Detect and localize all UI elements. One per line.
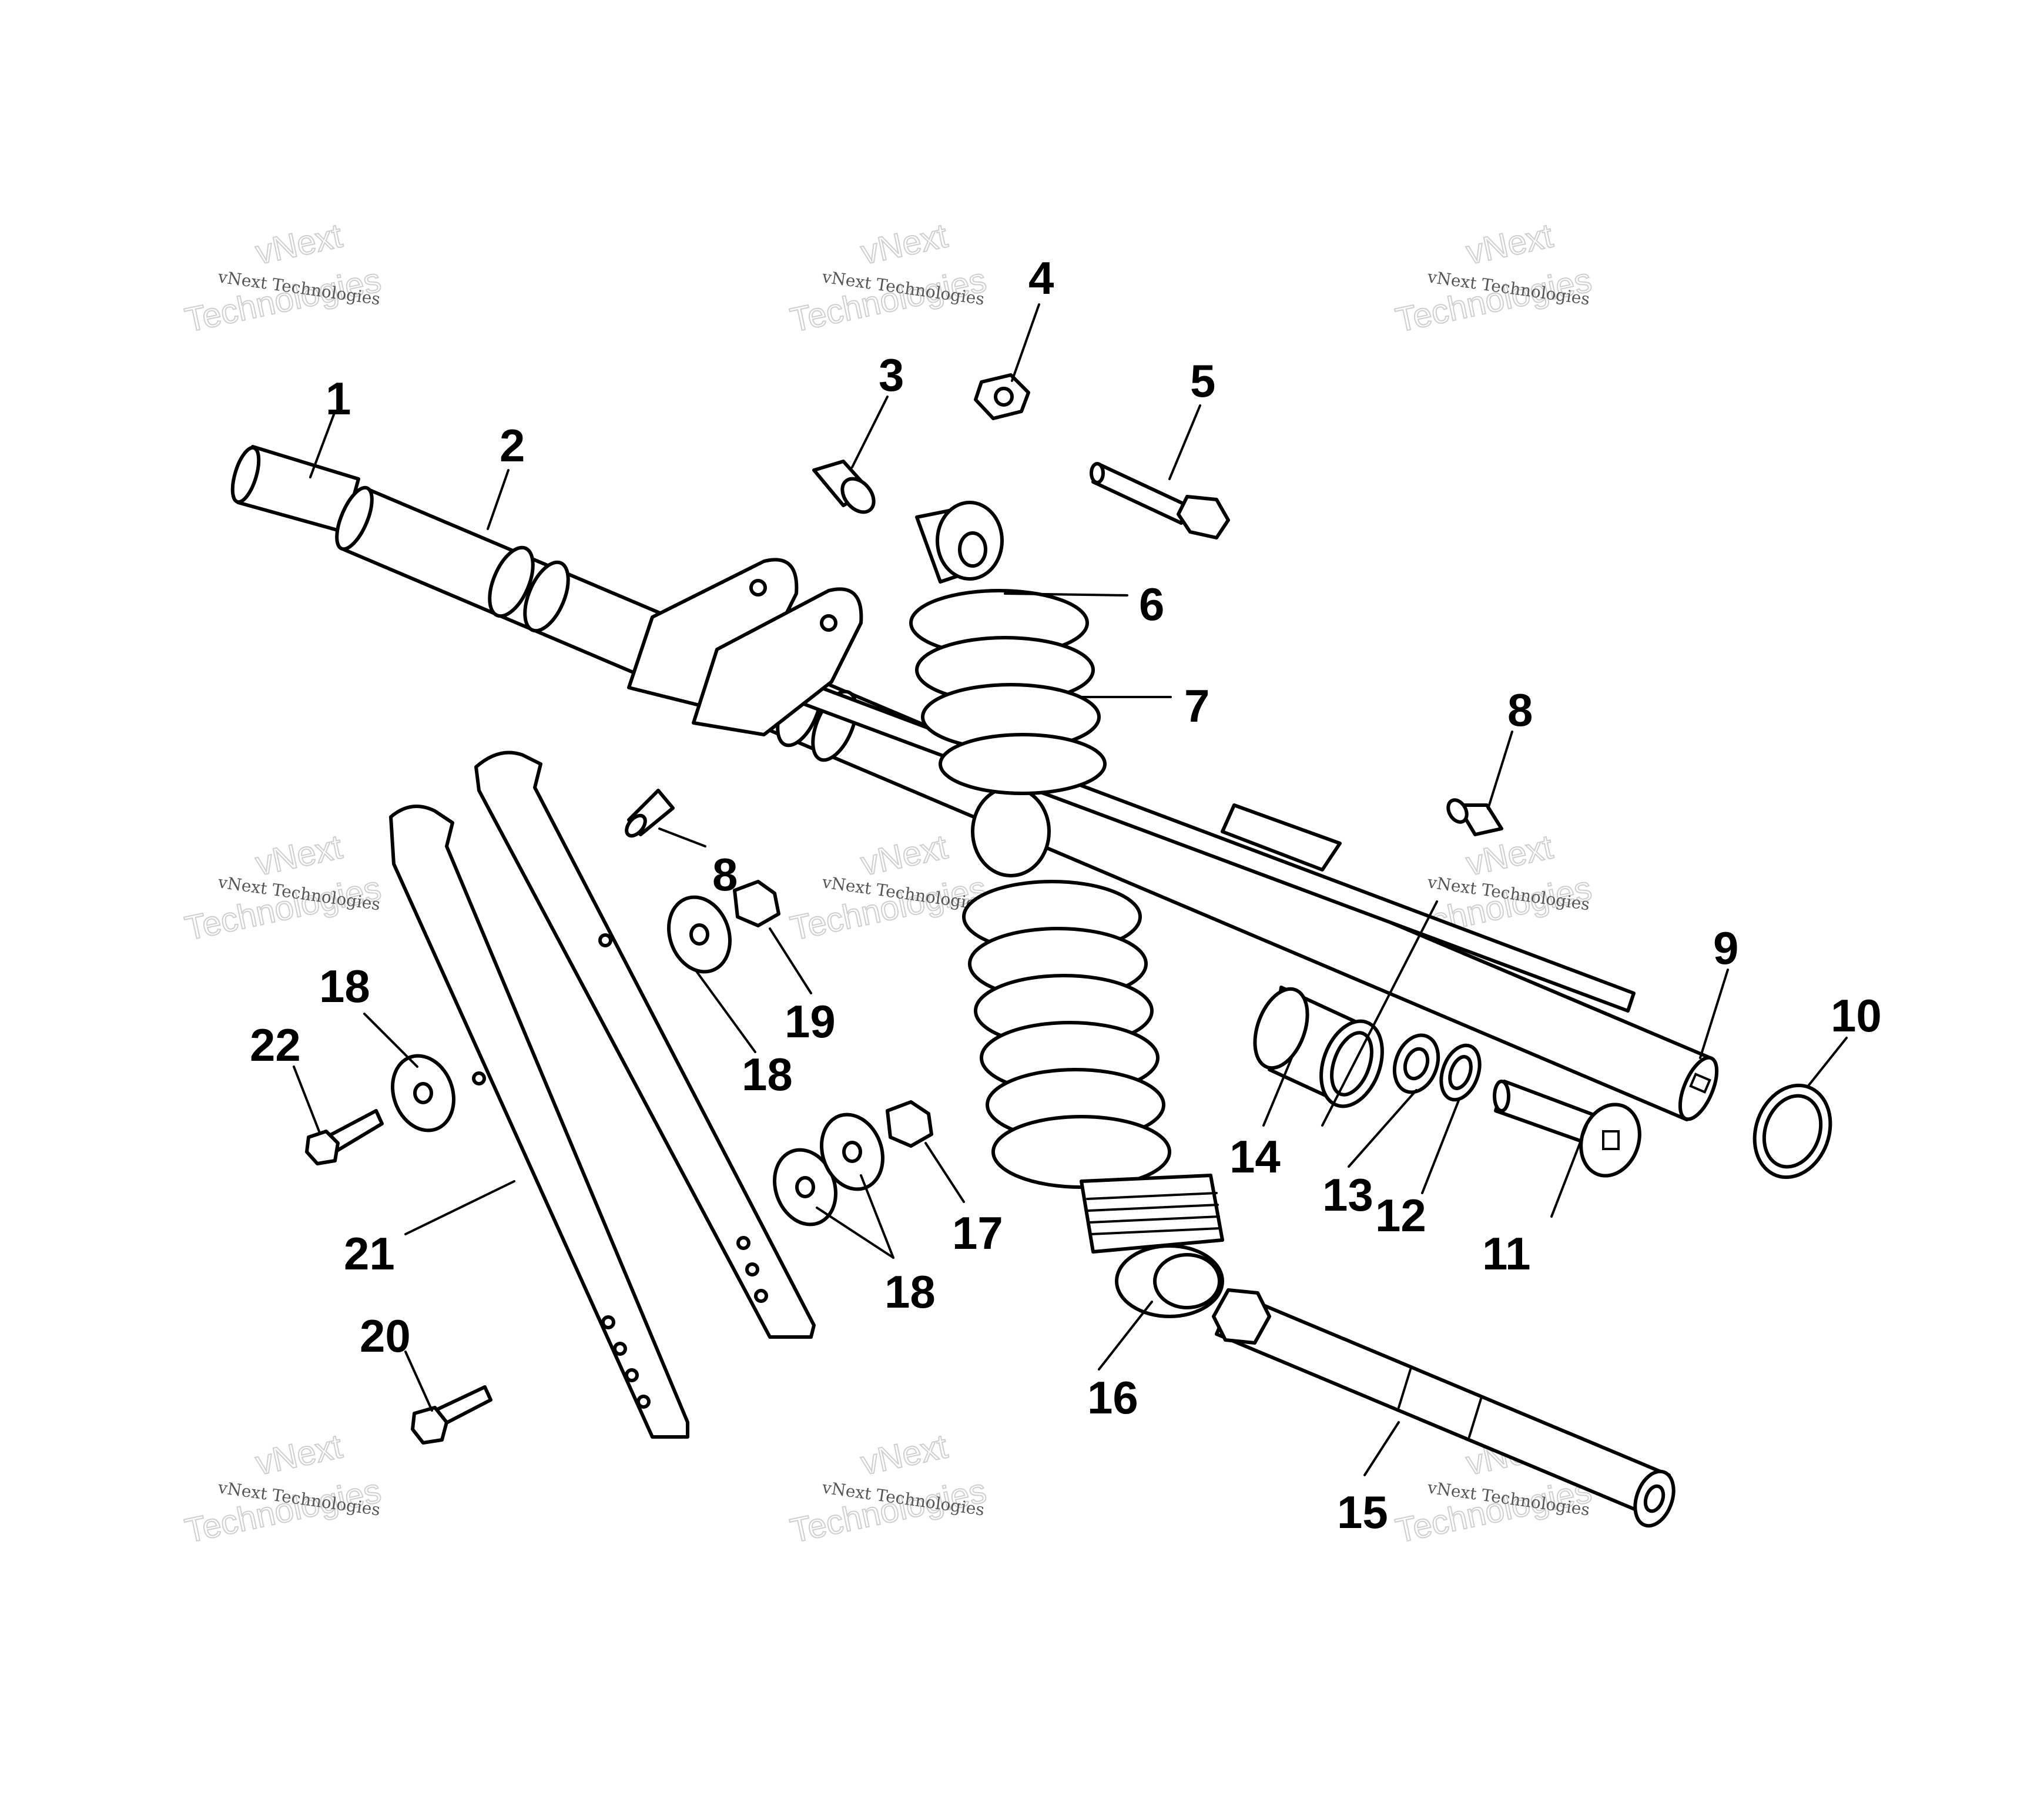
callout-15: 15 [1337,1486,1388,1538]
part-spacer [812,460,876,514]
leader-5 [1168,404,1201,480]
watermark: vNext Technologies vNext Technologies [181,827,385,948]
watermark-text: vNext [252,827,346,883]
callout-21: 21 [344,1228,395,1279]
watermark: vNext Technologies vNext Technologies [786,1426,990,1550]
leader-19 [769,927,812,994]
leader-6 [1004,592,1128,597]
watermark: vNext Technologies vNext Technologies [786,827,990,948]
leader-8a [658,827,706,847]
part-nut-top [974,373,1030,420]
leader-18b [363,1013,418,1068]
part-washer-13 [1392,1033,1440,1094]
leader-3 [851,396,889,468]
leader-13b [1321,900,1438,1127]
callout-11: 11 [1482,1228,1530,1279]
watermark: vNext Technologies vNext Technologies [786,216,990,340]
callout-13: 13 [1322,1169,1373,1221]
callout-19: 19 [785,996,836,1047]
leader-20 [404,1351,433,1412]
part-bolt-top [1090,462,1230,540]
callout-10: 10 [1831,990,1882,1041]
leader-12 [1421,1098,1460,1194]
leader-15 [1363,1421,1400,1476]
callout-17: 17 [952,1207,1003,1259]
leader-13 [1348,1089,1418,1168]
callout-8b: 8 [1507,684,1533,736]
leader-lines [293,303,1848,1476]
leader-16 [1098,1301,1153,1371]
leader-14 [1262,1054,1294,1127]
leader-11 [1550,1124,1588,1218]
part-washer-18a [667,895,732,974]
callout-3: 3 [879,349,904,401]
watermark-text: vNext [857,1427,951,1482]
part-strap-upper [474,750,816,1339]
part-grease-fitting-right [1446,798,1503,836]
part-washer-18b [391,1054,455,1132]
callout-18b: 18 [319,960,370,1012]
callout-7: 7 [1184,680,1209,732]
leader-10 [1806,1037,1848,1088]
watermark-text: vNext [252,1427,346,1482]
leader-21 [404,1180,515,1235]
leader-4 [1011,303,1040,382]
part-seal-ring [1753,1083,1832,1180]
callout-2: 2 [500,420,525,471]
leader-18d [860,1174,894,1259]
callout-9: 9 [1713,922,1738,974]
callout-18a: 18 [742,1048,793,1100]
part-axle [1212,1288,1676,1528]
callout-14: 14 [1229,1131,1281,1182]
watermark-text: vNext [857,216,951,272]
callout-4: 4 [1028,252,1054,304]
part-nut-17 [886,1100,933,1148]
watermark: vNext Technologies vNext Technologies [181,216,385,340]
callout-6: 6 [1139,578,1164,630]
callout-12: 12 [1375,1190,1426,1241]
part-bolt-20 [411,1385,492,1445]
watermark-text: vNext [1463,216,1556,272]
watermark-text: vNext [857,827,951,883]
leader-18c [816,1207,894,1259]
part-nut-19 [733,880,780,927]
callout-16: 16 [1087,1372,1138,1423]
leader-2 [487,469,510,530]
callout-1: 1 [326,373,351,424]
watermark: vNext Technologies vNext Technologies [181,1426,385,1550]
callouts: 1 2 3 4 5 6 7 8 8 9 10 11 12 13 14 15 16… [250,252,1882,1538]
callout-20: 20 [360,1310,411,1362]
part-shock-bracket [627,558,863,736]
leader-17 [924,1142,965,1203]
callout-22: 22 [250,1019,301,1071]
part-shock-absorber [909,501,1224,1318]
callout-18c: 18 [884,1266,936,1318]
watermark: vNext Technologies vNext Technologies [1392,216,1596,340]
part-strap-21 [389,805,689,1439]
callout-5: 5 [1190,355,1215,407]
leader-9 [1699,969,1729,1059]
part-pivot-bolt [1493,1080,1641,1178]
part-bolt-22 [305,1109,384,1165]
part-cross-tube [971,786,1051,877]
leader-8b [1487,731,1513,810]
watermark-text: vNext [252,216,346,272]
leader-1 [309,410,336,478]
part-washer-12 [1439,1043,1482,1102]
leader-18a [694,969,756,1053]
watermark-text: vNext [1463,827,1556,883]
part-grease-fitting-left [625,789,675,838]
part-bushing [1253,986,1384,1108]
callout-8a: 8 [712,849,738,900]
leader-22 [293,1065,320,1132]
